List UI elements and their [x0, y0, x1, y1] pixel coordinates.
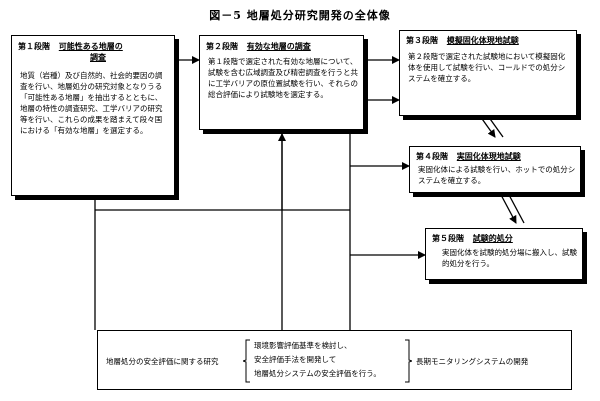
arrow-stage3-to-stage4	[479, 115, 496, 138]
stage4-description: 実固化体による試験を行い、ホットでの処分システムを確立する。	[418, 165, 576, 185]
stage3-heading: 第３段階 模擬固化体現地試験	[406, 36, 519, 46]
stage3-box: 第３段階 模擬固化体現地試験 第２段階で選定された試験地において模擬固化体を使用…	[399, 30, 577, 116]
arrow-stage4-to-stage5	[499, 192, 517, 224]
stage4-subtitle: 実固化体現地試験	[456, 152, 521, 161]
stage5-subtitle: 試験的処分	[472, 234, 513, 243]
right-brace	[405, 339, 412, 383]
stage5-heading: 第５段階 試験的処分	[432, 234, 513, 244]
safety-research-line2: 安全評価手法を開発して	[254, 355, 337, 364]
stage4-heading: 第４段階 実固化体現地試験	[416, 152, 521, 162]
stage1-subtitle-line2: 調査	[90, 53, 106, 62]
stage2-label: 第２段階	[206, 42, 238, 51]
stage4-box: 第４段階 実固化体現地試験 実固化体による試験を行い、ホットでの処分システムを確…	[409, 146, 581, 193]
stage2-description: 第１段階で選定された有効な地層について、試験を含む広域調査及び精密調査を行うと共…	[208, 57, 358, 99]
stage2-box: 第２段階 有効な地層の調査 第１段階で選定された有効な地層について、試験を含む広…	[199, 35, 364, 130]
stage1-subtitle-line1: 可能性ある地層の	[58, 42, 123, 51]
safety-research-title: 地層処分の安全評価に関する研究	[106, 357, 219, 366]
stage3-label: 第３段階	[406, 36, 438, 45]
stage5-box: 第５段階 試験的処分 実固化体を試験的処分場に搬入し、試験的処分を行う。	[425, 228, 583, 280]
stage5-description: 実固化体を試験的処分場に搬入し、試験的処分を行う。	[442, 248, 577, 268]
stage1-description: 地質（岩種）及び自然的、社会的要因の調査を行い、地層処分の研究対象となりうる「可…	[20, 71, 163, 135]
stage2-subtitle: 有効な地層の調査	[246, 42, 311, 51]
stage1-heading: 第１段階 可能性ある地層の	[18, 42, 123, 52]
stage1-label: 第１段階	[18, 42, 50, 51]
stage5-label: 第５段階	[432, 234, 464, 243]
left-brace	[243, 339, 250, 383]
safety-research-box: 地層処分の安全評価に関する研究 環境影響評価基準を検討し、 安全評価手法を開発し…	[97, 330, 572, 390]
monitoring-system-label: 長期モニタリングシステムの開発	[416, 357, 529, 366]
stage1-subtitle-line2-wrap: 調査	[90, 53, 106, 63]
stage3-subtitle: 模擬固化体現地試験	[446, 36, 519, 45]
stage3-description: 第２段階で選定された試験地において模擬固化体を使用して試験を行い、コールドでの処…	[408, 52, 566, 83]
stage4-label: 第４段階	[416, 152, 448, 161]
safety-research-line3: 地層処分システムの安全評価を行う。	[254, 369, 381, 378]
diagram-title: 図－5 地層処分研究開発の全体像	[209, 9, 391, 22]
safety-research-line1: 環境影響評価基準を検討し、	[254, 341, 352, 350]
stage2-heading: 第２段階 有効な地層の調査	[206, 42, 311, 52]
stage1-box: 第１段階 可能性ある地層の 調査 地質（岩種）及び自然的、社会的要因の調査を行い…	[11, 35, 175, 196]
